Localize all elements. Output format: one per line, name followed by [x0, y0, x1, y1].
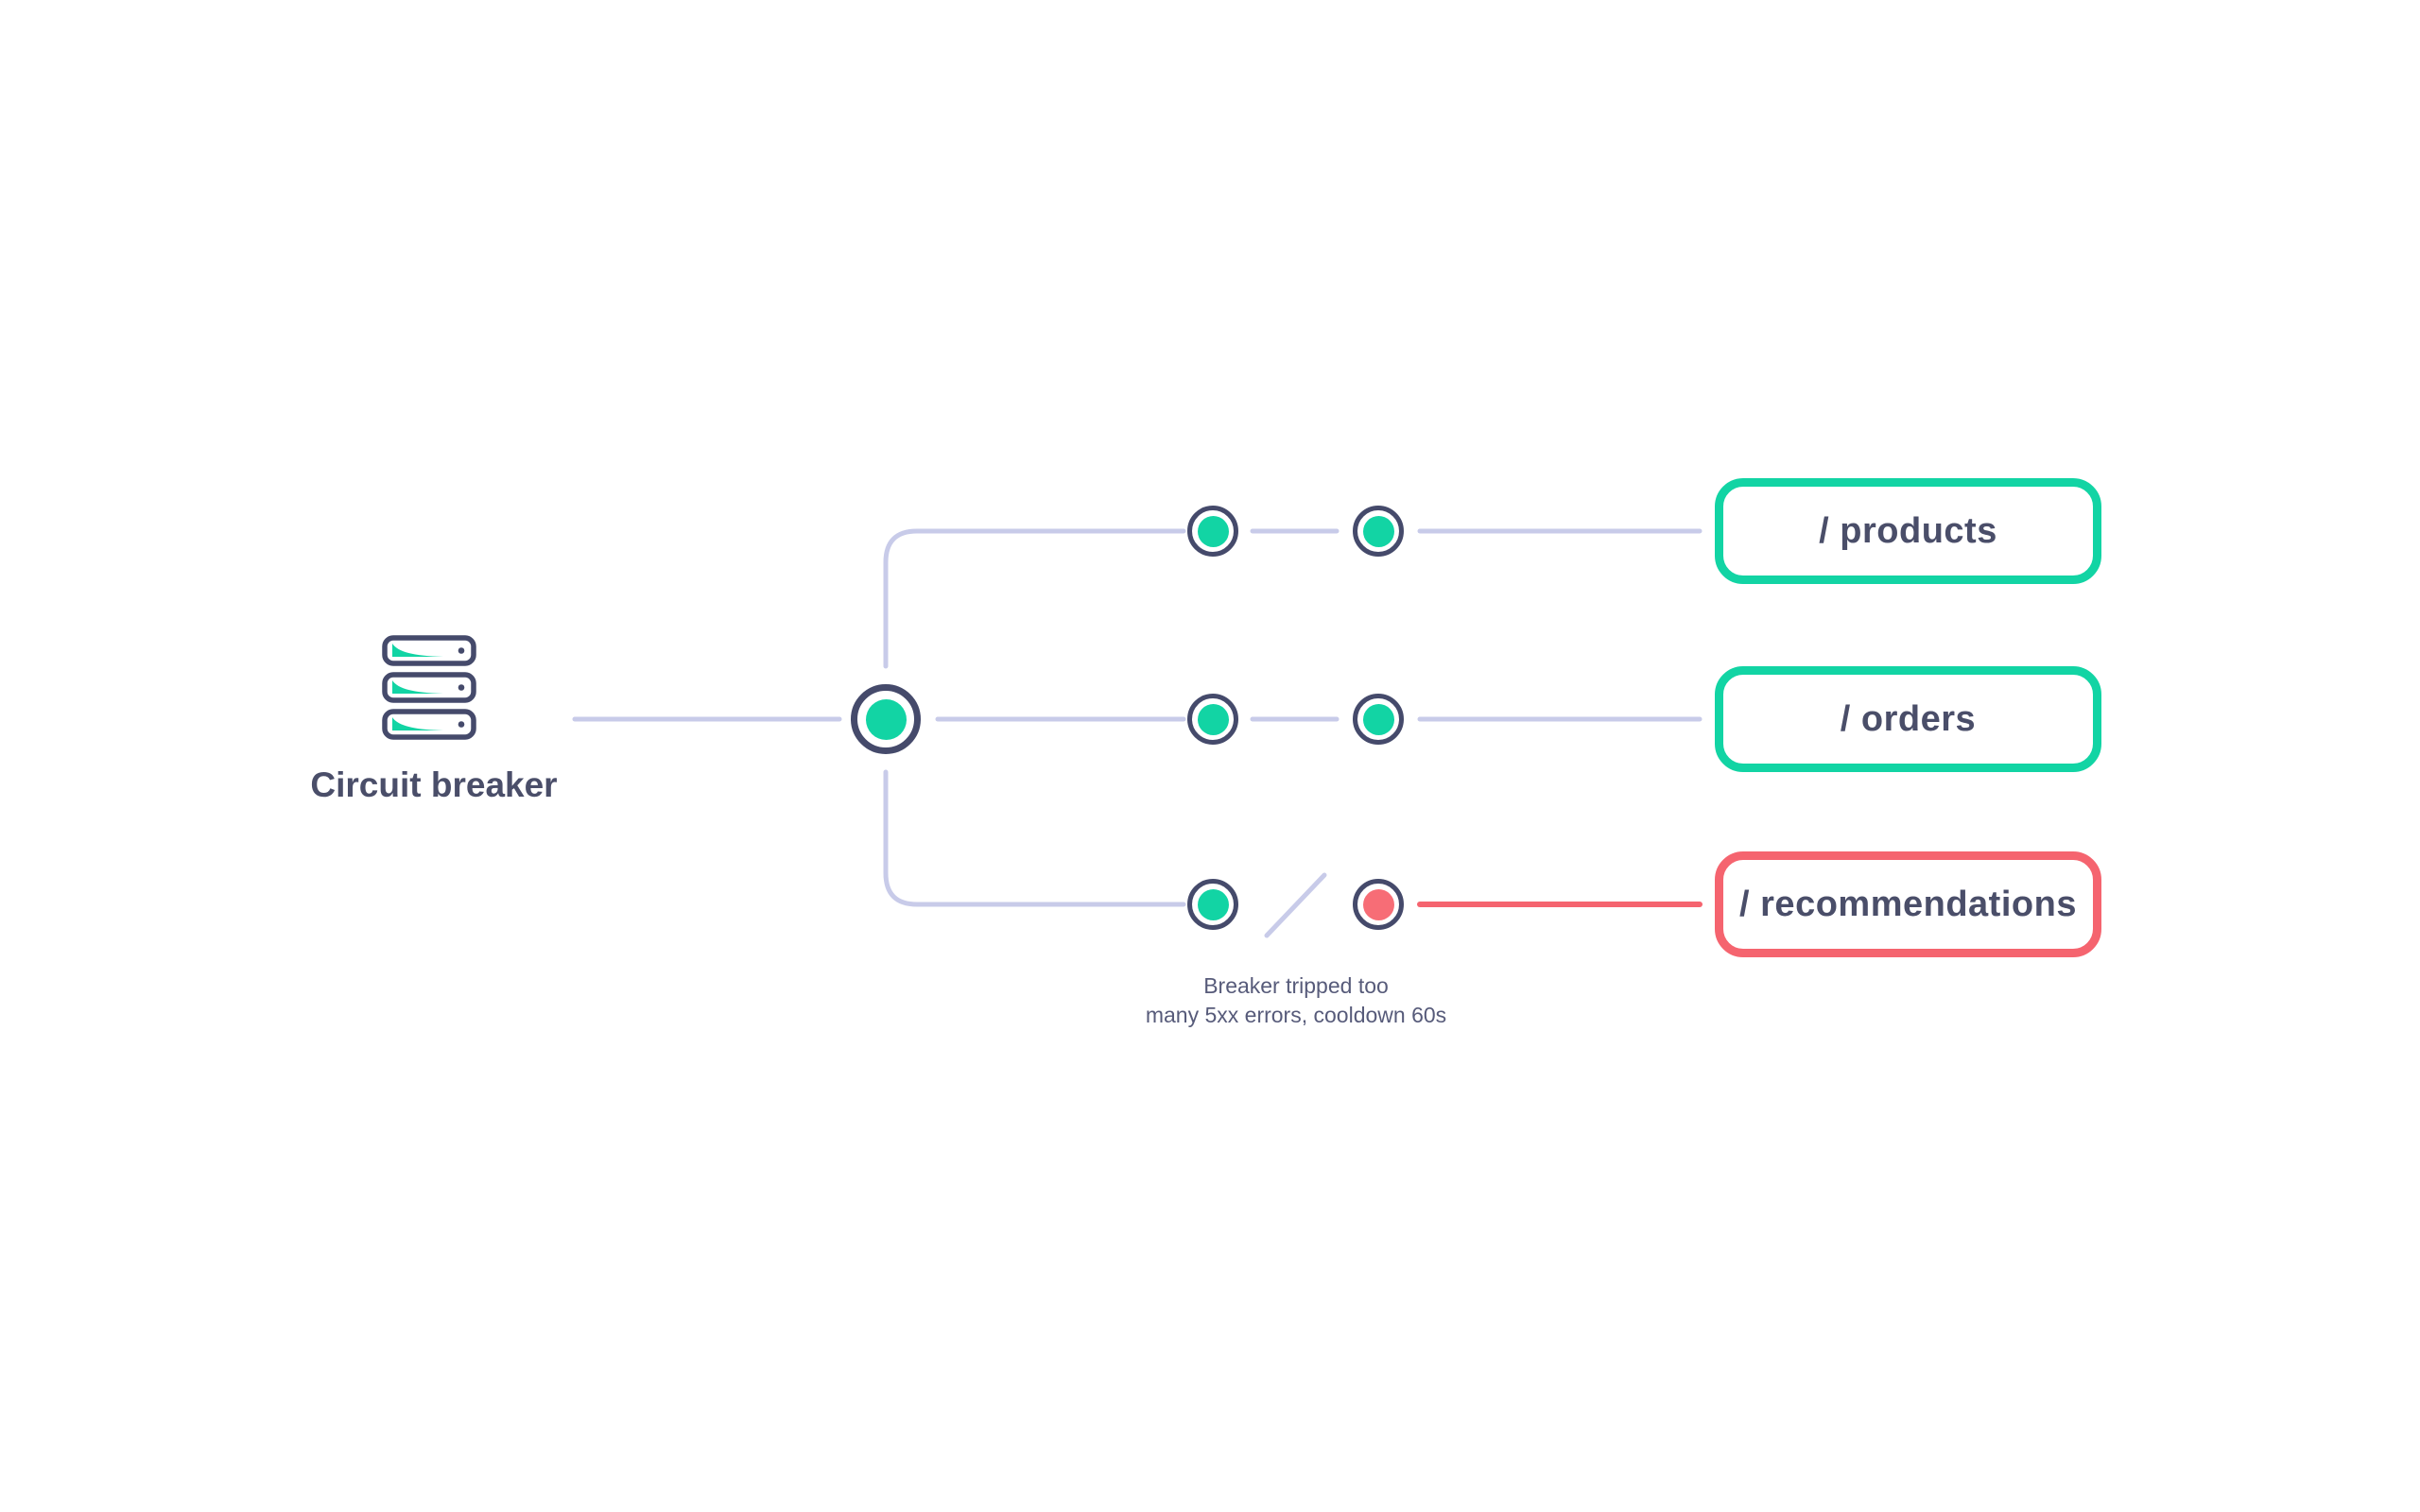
status-dot-tripped — [1362, 888, 1394, 920]
status-dot — [1362, 515, 1394, 547]
annotation-line-1: Breaker tripped too — [1203, 973, 1389, 998]
endpoint-orders-label: / orders — [1840, 698, 1977, 739]
endpoint-recommendations-label: / recommendations — [1739, 884, 2077, 924]
hub-status-dot — [865, 698, 907, 740]
products-breaker-node-out — [1353, 506, 1404, 557]
endpoint-products-label: / products — [1819, 510, 1997, 551]
annotation-line-2: many 5xx errors, cooldown 60s — [1145, 1003, 1447, 1027]
recommendations-breaker-node-out — [1353, 879, 1404, 930]
orders-breaker-node-in — [1187, 694, 1238, 745]
status-dot — [1197, 888, 1229, 920]
recommendations-breaker-node-in — [1187, 879, 1238, 930]
status-dot — [1362, 703, 1394, 735]
endpoint-orders: / orders — [1715, 666, 2101, 772]
wire-recommendations-breaker-open-slash — [1264, 872, 1327, 938]
server-rack-2 — [382, 672, 476, 703]
server-rack-3 — [382, 709, 476, 740]
server-rack-1 — [382, 635, 476, 666]
status-dot — [1197, 515, 1229, 547]
wire-hub-to-products-elbow — [883, 528, 1186, 669]
hub-node — [851, 684, 921, 754]
source-label: Circuit breaker — [310, 765, 558, 804]
server-stack-icon — [382, 635, 476, 740]
products-breaker-node-in — [1187, 506, 1238, 557]
breaker-tripped-annotation: Breaker tripped too many 5xx errors, coo… — [1012, 971, 1580, 1030]
endpoint-products: / products — [1715, 478, 2101, 584]
wire-hub-to-recommendations-elbow — [883, 769, 1186, 907]
orders-breaker-node-out — [1353, 694, 1404, 745]
endpoint-recommendations: / recommendations — [1715, 851, 2101, 957]
status-dot — [1197, 703, 1229, 735]
